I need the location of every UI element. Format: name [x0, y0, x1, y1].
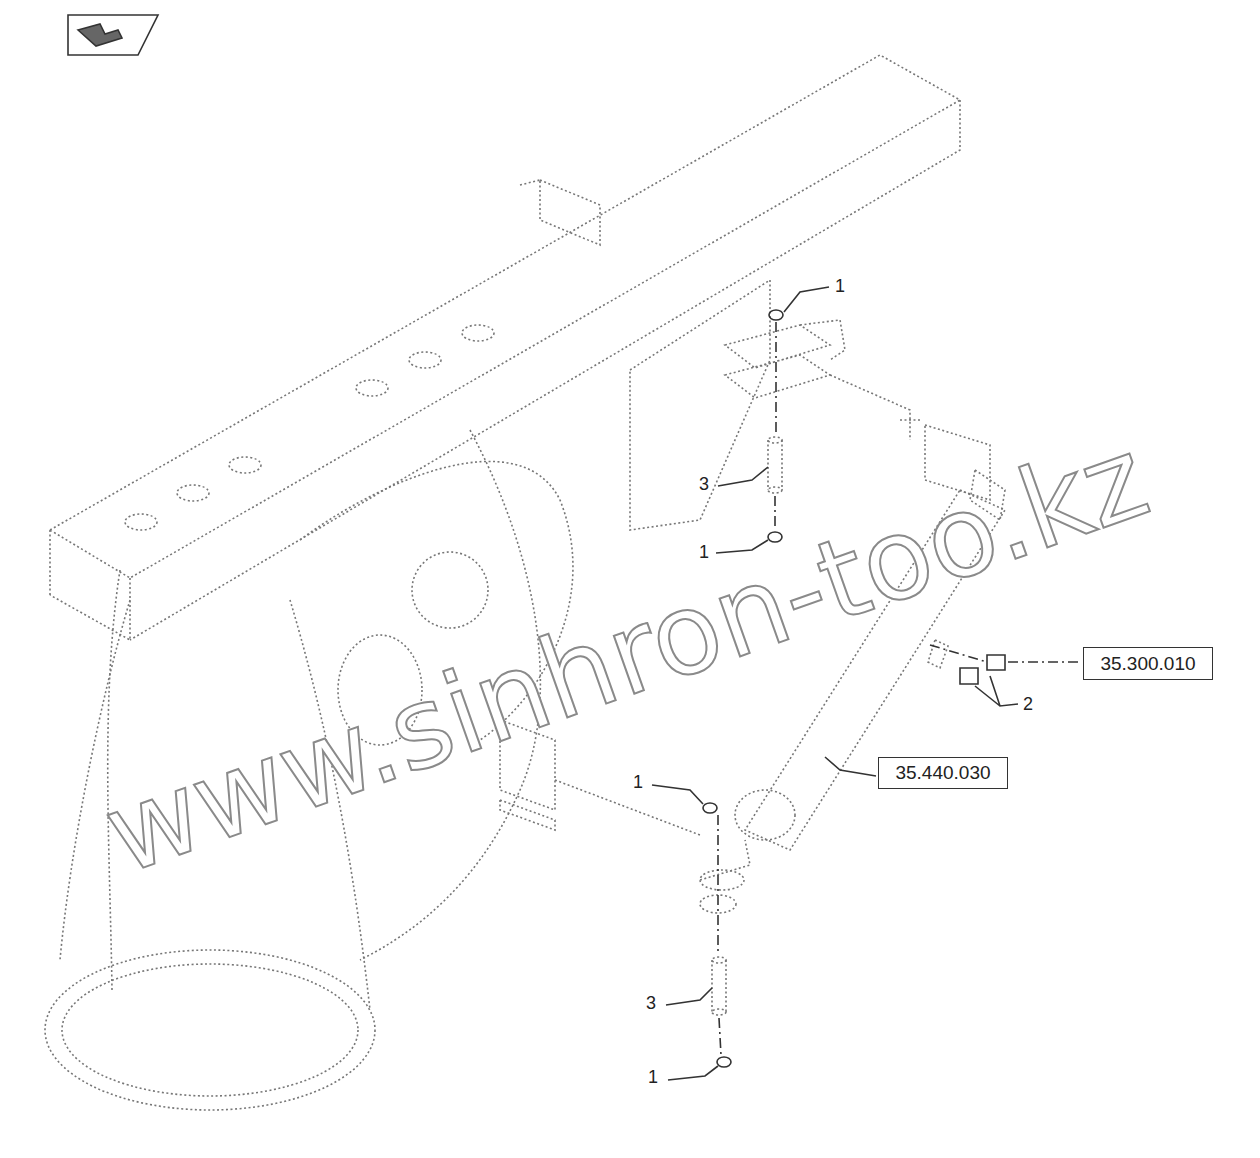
- callout-number: 3: [646, 994, 656, 1012]
- reference-text: 35.300.010: [1100, 653, 1195, 675]
- callout-number: 1: [633, 773, 643, 791]
- callout-number: 1: [648, 1068, 658, 1086]
- callout-number: 3: [699, 475, 709, 493]
- callout-number: 1: [835, 277, 845, 295]
- callout-number: 2: [1023, 695, 1033, 713]
- callout-number: 1: [699, 543, 709, 561]
- reference-box: 35.300.010: [1083, 647, 1213, 680]
- reference-text: 35.440.030: [895, 762, 990, 784]
- reference-box: 35.440.030: [878, 757, 1008, 789]
